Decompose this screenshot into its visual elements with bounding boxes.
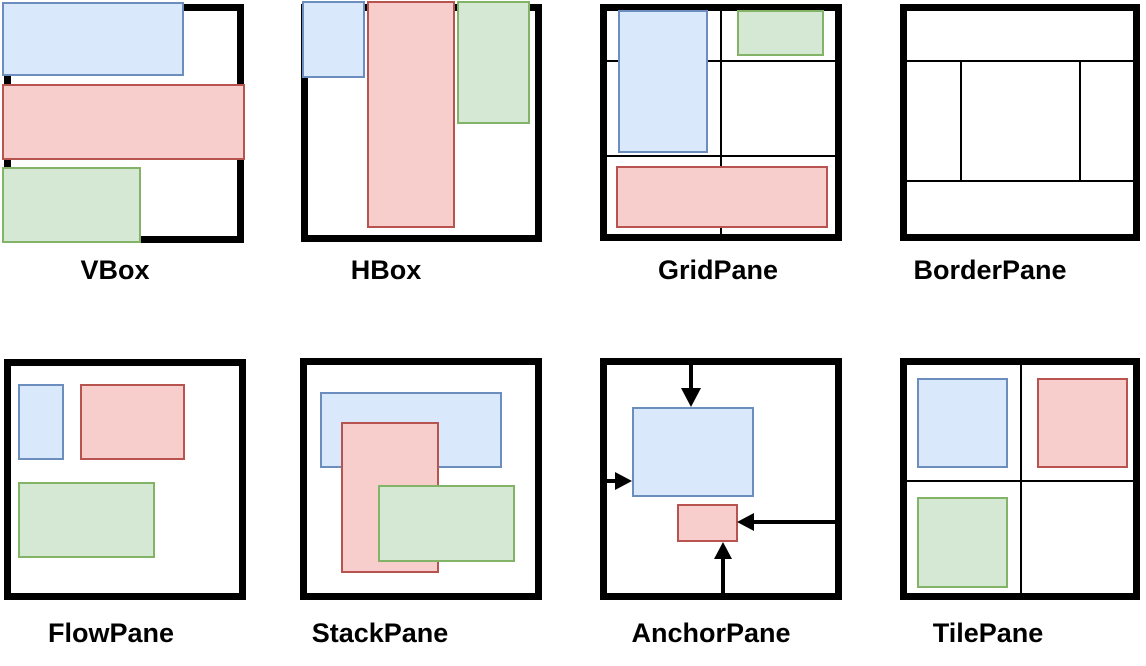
arrow-right-icon [615,472,632,490]
vbox-child-green [2,167,141,243]
flowpane-child-red [80,384,185,460]
tilepane-row-divider [907,480,1133,482]
tilepane-child-blue [917,378,1008,468]
stackpane-child-green [378,485,515,562]
borderpane-left-divider [960,60,962,182]
anchorpane-child-red [677,504,738,542]
gridpane-container-frame [600,4,842,241]
anchor-arrow-right-line [752,520,837,524]
pane-label-borderpane: BorderPane [913,255,1067,285]
anchor-arrow-top-line [689,363,693,390]
pane-label-vbox: VBox [80,255,150,285]
arrow-up-icon [714,542,732,559]
tilepane-column-divider [1020,365,1022,593]
tilepane-container-frame [900,358,1140,600]
gridpane-child-green [737,10,824,56]
gridpane-pane [600,4,842,241]
anchor-arrow-left-line [605,479,617,483]
tilepane-pane [900,358,1140,600]
flowpane-pane [4,359,246,600]
stackpane-container-frame [300,358,542,600]
flowpane-child-blue [18,384,64,460]
arrow-down-icon [681,388,701,407]
borderpane-right-divider [1079,60,1081,182]
gridpane-row-divider-1 [607,60,835,62]
tilepane-child-green [917,497,1008,588]
anchorpane-container-frame [600,358,842,600]
hbox-child-red [367,1,455,228]
gridpane-row-divider-2 [607,155,835,157]
gridpane-column-divider [720,11,722,234]
borderpane-top-divider [907,60,1133,62]
flowpane-child-green [18,482,155,558]
hbox-pane [301,1,542,242]
stackpane-pane [300,358,542,600]
borderpane-container-frame [900,4,1140,241]
pane-label-anchorpane: AnchorPane [631,618,791,648]
pane-label-hbox: HBox [350,255,422,285]
borderpane-pane [900,4,1140,241]
anchor-arrow-bottom-line [721,557,725,595]
vbox-pane [2,2,245,243]
pane-label-gridpane: GridPane [657,255,779,285]
gridpane-child-red [616,166,828,228]
pane-label-flowpane: FlowPane [47,618,175,648]
pane-label-tilepane: TilePane [932,618,1044,648]
hbox-child-blue [302,1,365,78]
hbox-child-green [457,1,530,124]
gridpane-child-blue [618,10,708,153]
pane-label-stackpane: StackPane [311,618,449,648]
borderpane-bottom-divider [907,180,1133,182]
anchorpane-pane [600,358,842,600]
tilepane-child-red [1037,378,1128,468]
vbox-child-red [2,84,245,160]
flowpane-container-frame [4,359,246,600]
arrow-left-icon [737,513,754,531]
vbox-child-blue [2,2,184,76]
anchorpane-child-blue [632,407,754,497]
